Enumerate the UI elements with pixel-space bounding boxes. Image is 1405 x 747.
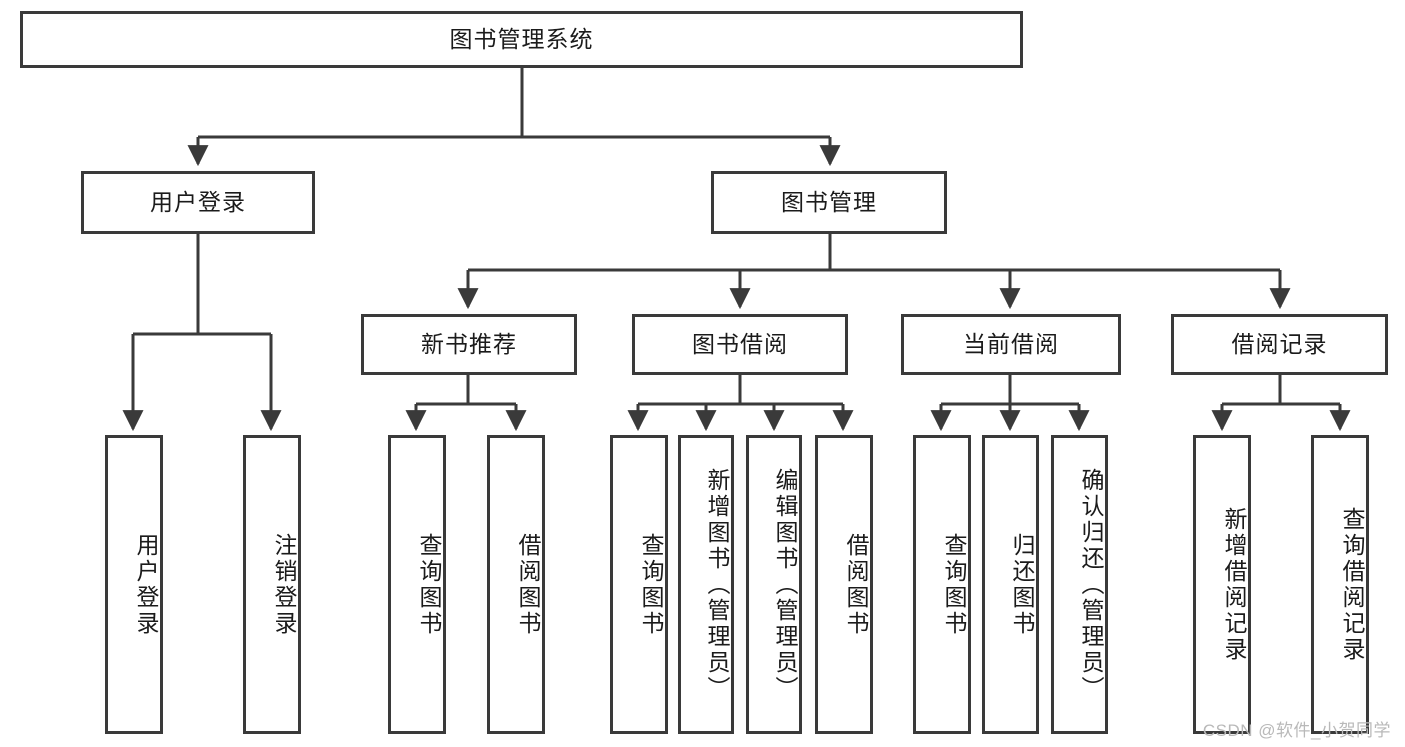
node-leaf-add-record[interactable]: 新增借阅记录 [1193, 435, 1251, 734]
node-book-manage-label: 图书管理 [781, 189, 877, 216]
node-current-borrow[interactable]: 当前借阅 [901, 314, 1121, 375]
node-user-login[interactable]: 用户登录 [81, 171, 315, 234]
node-new-book-recommend[interactable]: 新书推荐 [361, 314, 577, 375]
node-leaf-borrow-book-1-label: 借阅图书 [515, 532, 541, 637]
node-borrow-record-label: 借阅记录 [1231, 331, 1328, 358]
node-leaf-query-book-1-label: 查询图书 [416, 532, 442, 637]
node-leaf-query-book-1[interactable]: 查询图书 [388, 435, 446, 734]
node-leaf-edit-book-label: 编辑图书（管理员） [772, 467, 798, 702]
node-book-borrow[interactable]: 图书借阅 [632, 314, 848, 375]
node-leaf-add-record-label: 新增借阅记录 [1221, 506, 1247, 663]
node-borrow-record[interactable]: 借阅记录 [1171, 314, 1388, 375]
node-leaf-query-record[interactable]: 查询借阅记录 [1311, 435, 1369, 734]
node-book-manage[interactable]: 图书管理 [711, 171, 947, 234]
node-leaf-borrow-book-2-label: 借阅图书 [843, 532, 869, 637]
node-leaf-query-book-2-label: 查询图书 [638, 532, 664, 637]
node-leaf-query-book-3[interactable]: 查询图书 [913, 435, 971, 734]
node-leaf-user-login[interactable]: 用户登录 [105, 435, 163, 734]
node-leaf-query-book-2[interactable]: 查询图书 [610, 435, 668, 734]
csdn-watermark: CSDN @软件_小贺同学 [1202, 721, 1391, 740]
node-leaf-user-login-label: 用户登录 [133, 532, 159, 637]
node-leaf-return-book[interactable]: 归还图书 [982, 435, 1039, 734]
node-current-borrow-label: 当前借阅 [963, 331, 1059, 358]
node-root-label: 图书管理系统 [449, 26, 594, 53]
node-leaf-add-book-label: 新增图书（管理员） [704, 467, 730, 702]
node-leaf-confirm-return[interactable]: 确认归还（管理员） [1051, 435, 1108, 734]
node-leaf-borrow-book-1[interactable]: 借阅图书 [487, 435, 545, 734]
node-root[interactable]: 图书管理系统 [20, 11, 1023, 68]
node-book-borrow-label: 图书借阅 [692, 331, 788, 358]
node-leaf-query-record-label: 查询借阅记录 [1339, 506, 1365, 663]
node-leaf-borrow-book-2[interactable]: 借阅图书 [815, 435, 873, 734]
node-leaf-user-logout-label: 注销登录 [271, 532, 297, 637]
node-leaf-edit-book[interactable]: 编辑图书（管理员） [746, 435, 802, 734]
node-leaf-query-book-3-label: 查询图书 [941, 532, 967, 637]
node-leaf-user-logout[interactable]: 注销登录 [243, 435, 301, 734]
node-leaf-add-book[interactable]: 新增图书（管理员） [678, 435, 734, 734]
node-new-book-recommend-label: 新书推荐 [421, 331, 517, 358]
node-user-login-label: 用户登录 [150, 189, 246, 216]
node-leaf-confirm-return-label: 确认归还（管理员） [1078, 467, 1104, 702]
node-leaf-return-book-label: 归还图书 [1009, 532, 1035, 637]
